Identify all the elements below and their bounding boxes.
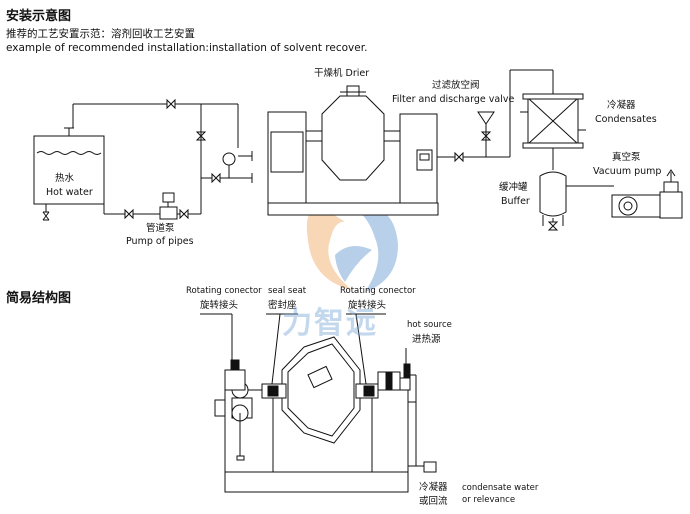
- vacuum-pump: [611, 169, 683, 219]
- hot-source-cn: 进热源: [412, 334, 441, 345]
- section-title-structure: 简易结构图: [6, 291, 72, 306]
- buffer-label-cn: 缓冲罐: [499, 182, 528, 193]
- vacuum-pump-label-en: Vacuum pump: [593, 166, 662, 177]
- watermark-text: 力智远: [282, 306, 378, 341]
- drier-top: [267, 85, 498, 216]
- condensate-water-en-2: or relevance: [462, 495, 516, 505]
- hot-source-en: hot source: [407, 320, 452, 330]
- filter-label-cn: 过滤放空阀: [432, 80, 480, 91]
- pump-piping: [72, 98, 253, 220]
- buffer-tank: [539, 171, 614, 231]
- hot-water-label-en: Hot water: [46, 187, 93, 198]
- section-title-installation: 安装示意图: [6, 9, 72, 24]
- rotating-connector-right-cn: 旋转接头: [348, 300, 387, 311]
- condenser-label-en: Condensates: [595, 114, 657, 125]
- hot-water-label-cn: 热水: [55, 173, 75, 184]
- filter-label-en: Filter and discharge valve: [392, 94, 515, 105]
- condensate-water-en-1: condensate water: [462, 483, 539, 493]
- filter-discharge-valve: [477, 69, 554, 158]
- pump-label-cn: 管道泵: [146, 223, 175, 234]
- condenser-return-cn-2: 或回流: [419, 496, 448, 507]
- pump-label-en: Pump of pipes: [126, 236, 194, 247]
- buffer-label-en: Buffer: [501, 196, 530, 207]
- rotating-connector-left-en: Rotating conector: [186, 286, 262, 296]
- seal-seat-en: seal seat: [268, 286, 307, 296]
- rotating-connector-right-en: Rotating conector: [340, 286, 416, 296]
- condenser-label-cn: 冷凝器: [607, 100, 636, 111]
- subtitle-en: example of recommended installation:inst…: [6, 42, 368, 54]
- vacuum-pump-label-cn: 真空泵: [612, 152, 641, 163]
- drier-label: 干燥机 Drier: [314, 68, 370, 79]
- watermark-logo: [306, 204, 398, 292]
- condenser: [520, 88, 586, 170]
- rotating-connector-left-cn: 旋转接头: [200, 300, 239, 311]
- subtitle-cn: 推荐的工艺安置示范：溶剂回收工艺安置: [6, 28, 195, 40]
- structure-drawing: [214, 336, 437, 493]
- condenser-return-cn-1: 冷凝器: [419, 482, 448, 493]
- hot-water-tank: [33, 127, 105, 221]
- structure-leaders: [200, 313, 407, 385]
- seal-seat-cn: 密封座: [268, 300, 297, 311]
